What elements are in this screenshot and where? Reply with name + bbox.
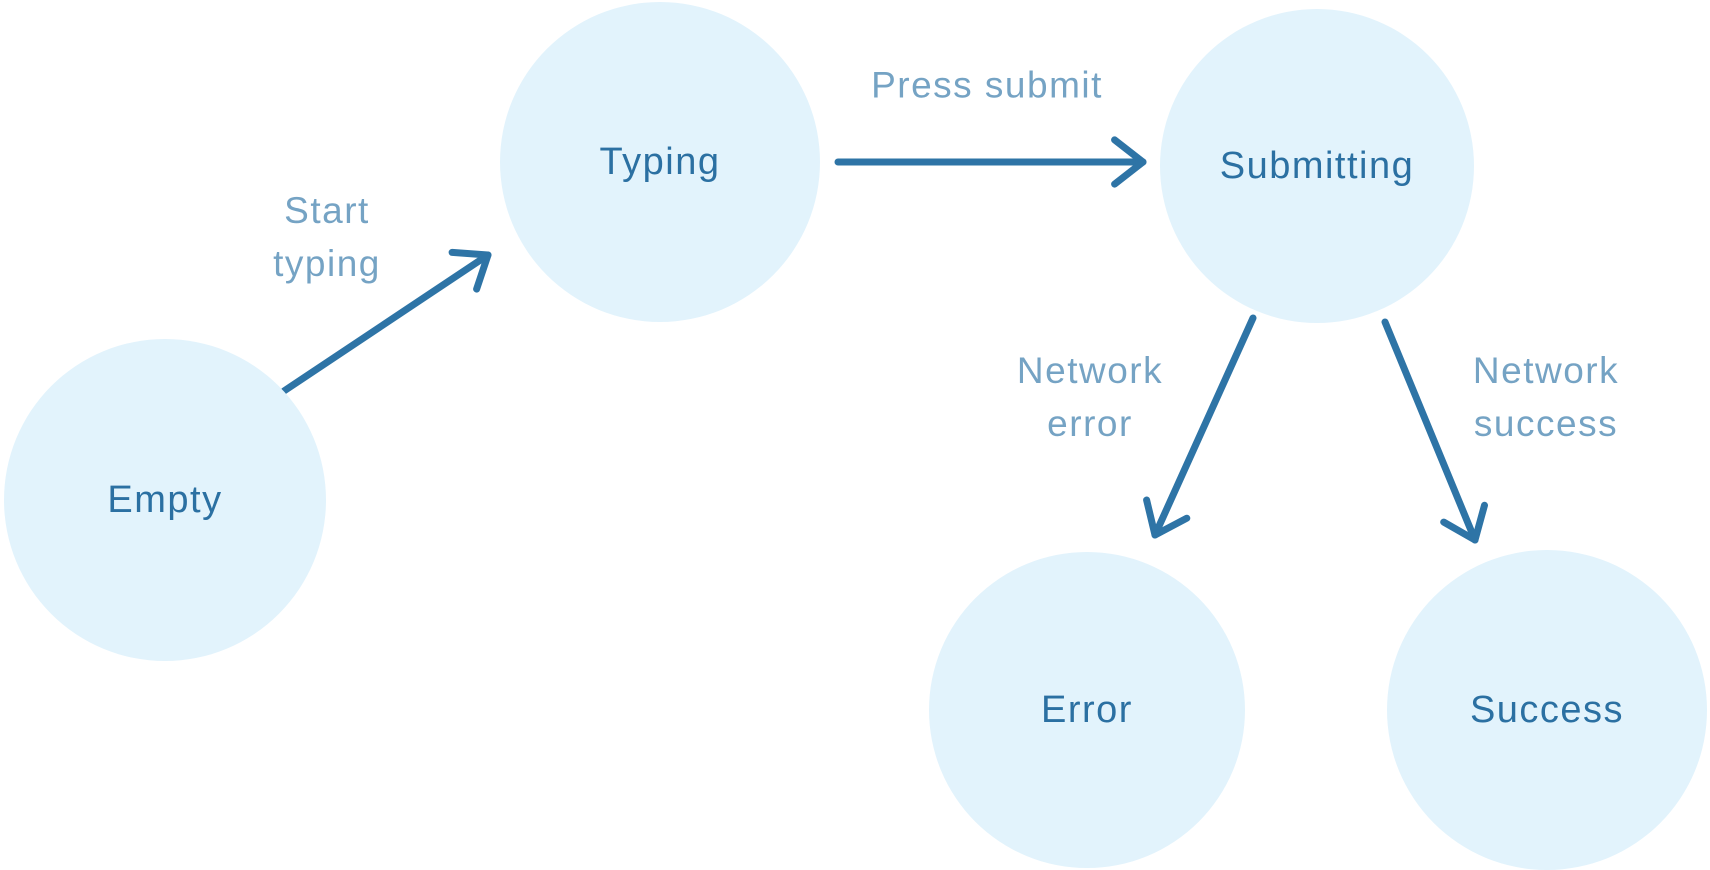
transition-label-start-typing: Start typing (273, 184, 381, 290)
arrowhead-icon (1111, 136, 1147, 188)
state-node-label-success: Success (1469, 688, 1625, 731)
arrowhead-icon (1143, 496, 1191, 539)
transition-label-line: Network (1472, 350, 1620, 391)
transition-label-network-success: Network success (1473, 344, 1619, 450)
state-node-label-empty: Empty (107, 478, 223, 521)
state-node-success: Success (1387, 550, 1707, 870)
transition-label-line: success (1473, 403, 1619, 444)
transition-label-network-error: Network error (1017, 344, 1163, 450)
state-node-error: Error (929, 552, 1245, 868)
state-node-empty: Empty (4, 339, 326, 661)
state-node-label-typing: Typing (599, 140, 721, 183)
state-node-typing: Typing (500, 2, 820, 322)
transition-arrow-network-success (1381, 318, 1488, 544)
arrowhead-icon (1440, 501, 1488, 544)
transition-arrow-start-typing (280, 248, 492, 395)
transition-label-line: Start (284, 190, 370, 231)
state-node-submitting: Submitting (1160, 9, 1474, 323)
state-node-label-error: Error (1041, 688, 1133, 731)
transition-label-line: Network (1016, 350, 1164, 391)
state-node-label-submitting: Submitting (1219, 144, 1415, 187)
transition-label-press-submit: Press submit (871, 59, 1103, 112)
transition-arrow-press-submit (834, 136, 1147, 188)
transition-label-line: error (1047, 403, 1133, 444)
transition-arrow-network-error (1143, 314, 1257, 539)
arrowhead-icon (448, 248, 492, 293)
transition-label-line: Press submit (871, 64, 1103, 106)
transition-label-line: typing (273, 243, 381, 284)
